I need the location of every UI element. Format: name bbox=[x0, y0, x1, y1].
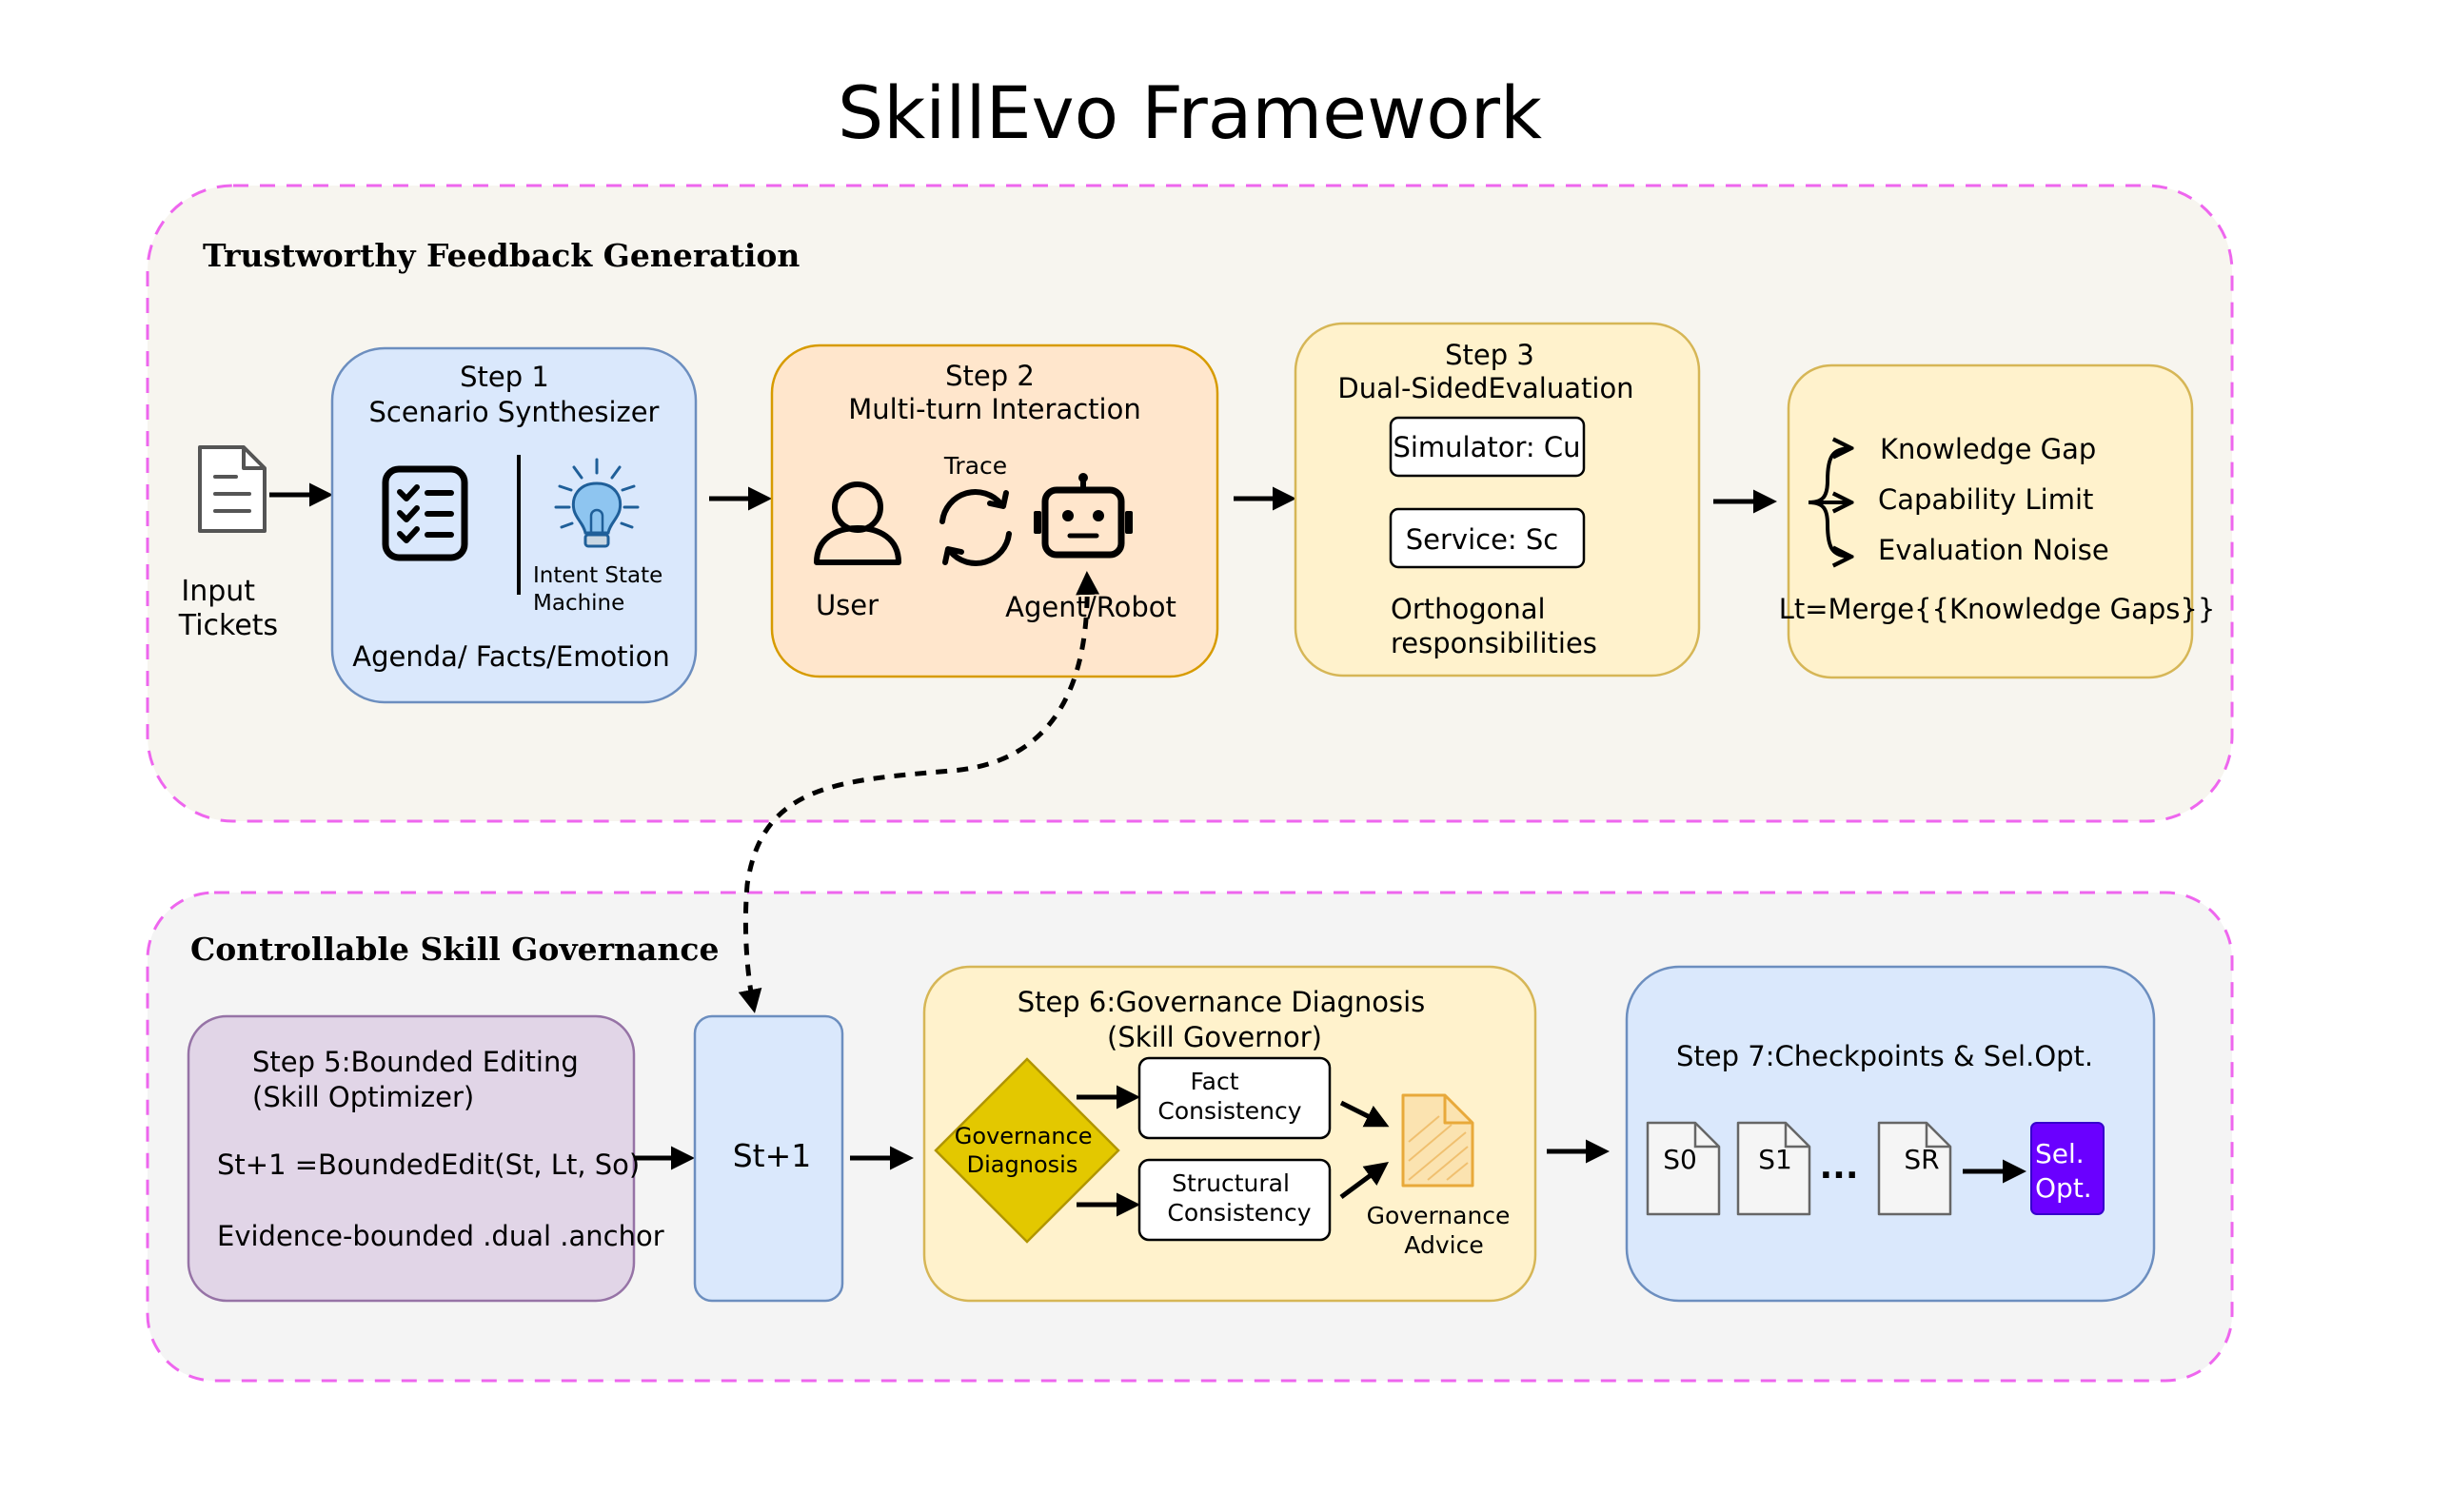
state-box bbox=[693, 1014, 844, 1303]
step1-box bbox=[330, 346, 698, 704]
selection-optimizer-box bbox=[2030, 1122, 2105, 1215]
selection-label-line1: Sel. bbox=[2035, 1138, 2085, 1169]
feedback-generation-title: Trustworthy Feedback Generation bbox=[203, 237, 800, 274]
step5-formula: St+1 =BoundedEdit(St, Lt, So) bbox=[217, 1149, 640, 1181]
governance-diamond bbox=[934, 1057, 1120, 1244]
page-title: SkillEvo Framework bbox=[838, 70, 1542, 155]
arrow-fact-to-advice bbox=[1339, 1100, 1390, 1128]
svg-text:Governance Diagnosis: Governance Diagnosis bbox=[955, 1123, 1099, 1178]
svg-text:Fact Consistency: Fact Consistency bbox=[1157, 1068, 1301, 1125]
checkpoint-s1-label: S1 bbox=[1758, 1144, 1792, 1175]
arrow-structural-to-advice bbox=[1339, 1162, 1390, 1200]
step5-title: Step 5:Bounded Editing bbox=[252, 1046, 579, 1078]
step3-box bbox=[1294, 322, 1701, 677]
gap-item-capability: Capability Limit bbox=[1878, 483, 2093, 516]
svg-text:Intent State Machine: Intent State Machine bbox=[533, 563, 670, 616]
input-label-line1: Input bbox=[181, 575, 255, 608]
checklist-icon bbox=[382, 465, 468, 561]
svg-text:Orthogonal responsibilitie: Orthogonal responsibilities bbox=[1391, 593, 1597, 659]
step3-note-line1: Orthogonal bbox=[1391, 593, 1546, 625]
svg-text:Governance Advice: Governance Advice bbox=[1367, 1202, 1518, 1259]
fact-label-line1: Fact bbox=[1191, 1068, 1239, 1095]
diamond-label-line2: Diagnosis bbox=[967, 1151, 1078, 1178]
fact-label-line2: Consistency bbox=[1157, 1097, 1301, 1125]
structural-consistency-box bbox=[1137, 1158, 1332, 1242]
merge-formula: Lt=Merge{{Knowledge Gaps}} bbox=[1779, 593, 2216, 625]
intent-label-line2: Machine bbox=[533, 591, 624, 616]
step2-subtitle: Multi-turn Interaction bbox=[848, 393, 1140, 425]
step6-subtitle: (Skill Governor) bbox=[1107, 1021, 1322, 1053]
step2-title: Step 2 bbox=[945, 360, 1035, 392]
svg-text:Input Tickets: Input Tickets bbox=[178, 575, 278, 642]
service-box bbox=[1389, 507, 1586, 569]
step1-footer: Agenda/ Facts/Emotion bbox=[352, 640, 670, 673]
simulator-label: Simulator: Cu bbox=[1393, 431, 1580, 463]
checkpoint-s0-label: S0 bbox=[1663, 1144, 1697, 1175]
gap-item-knowledge: Knowledge Gap bbox=[1880, 433, 2096, 465]
lightbulb-icon bbox=[554, 458, 640, 548]
advice-document-icon bbox=[1401, 1093, 1474, 1188]
skill-governance-title: Controllable Skill Governance bbox=[190, 931, 719, 968]
step5-subtitle: (Skill Optimizer) bbox=[252, 1081, 474, 1113]
agent-label: Agent/Robot bbox=[1005, 591, 1176, 623]
checkpoint-s0 bbox=[1646, 1121, 1721, 1216]
intent-label-line1: Intent State bbox=[533, 563, 662, 588]
user-icon bbox=[814, 481, 901, 565]
robot-icon bbox=[1034, 473, 1133, 559]
svg-text:Step 5:Bounded Editing (Sk: Step 5:Bounded Editing (Skill Optimizer) bbox=[252, 1046, 587, 1113]
svg-text:Sel. Opt.: Sel. Opt. bbox=[2035, 1138, 2093, 1204]
selection-label-line2: Opt. bbox=[2035, 1172, 2092, 1204]
checkpoint-sr-label: SR bbox=[1904, 1144, 1939, 1175]
gap-analysis-box bbox=[1787, 363, 2194, 679]
step3-title: Step 3 bbox=[1445, 339, 1534, 371]
structural-label-line2: Consistency bbox=[1167, 1199, 1311, 1227]
input-label-line2: Tickets bbox=[178, 609, 278, 642]
step6-title: Step 6:Governance Diagnosis bbox=[1018, 986, 1426, 1018]
advice-label-line2: Advice bbox=[1404, 1231, 1483, 1259]
checkpoint-sr bbox=[1877, 1121, 1952, 1216]
step3-note-line2: responsibilities bbox=[1391, 627, 1597, 659]
user-label: User bbox=[816, 589, 879, 621]
branch-connector bbox=[1808, 448, 1851, 557]
step1-subtitle: Scenario Synthesizer bbox=[369, 396, 660, 428]
advice-label-line1: Governance bbox=[1367, 1202, 1511, 1229]
gap-item-noise: Evaluation Noise bbox=[1878, 534, 2109, 566]
step5-note: Evidence-bounded .dual .anchor bbox=[217, 1220, 664, 1252]
step3-subtitle: Dual-SidedEvaluation bbox=[1337, 372, 1633, 404]
step7-title: Step 7:Checkpoints & Sel.Opt. bbox=[1676, 1040, 2093, 1072]
trace-label: Trace bbox=[943, 452, 1007, 480]
diamond-label-line1: Governance bbox=[955, 1123, 1093, 1149]
refresh-icon bbox=[939, 489, 1012, 566]
document-icon bbox=[198, 445, 267, 533]
checkpoint-s1 bbox=[1736, 1121, 1811, 1216]
structural-label-line1: Structural bbox=[1172, 1169, 1290, 1197]
checkpoint-ellipsis: ... bbox=[1819, 1148, 1858, 1187]
fact-consistency-box bbox=[1137, 1056, 1332, 1140]
step1-title: Step 1 bbox=[460, 361, 549, 393]
simulator-box bbox=[1389, 416, 1586, 478]
state-label: St+1 bbox=[733, 1137, 812, 1174]
service-label: Service: Sc bbox=[1406, 523, 1559, 556]
svg-text:Structural Consistency: Structural Consistency bbox=[1167, 1169, 1311, 1227]
